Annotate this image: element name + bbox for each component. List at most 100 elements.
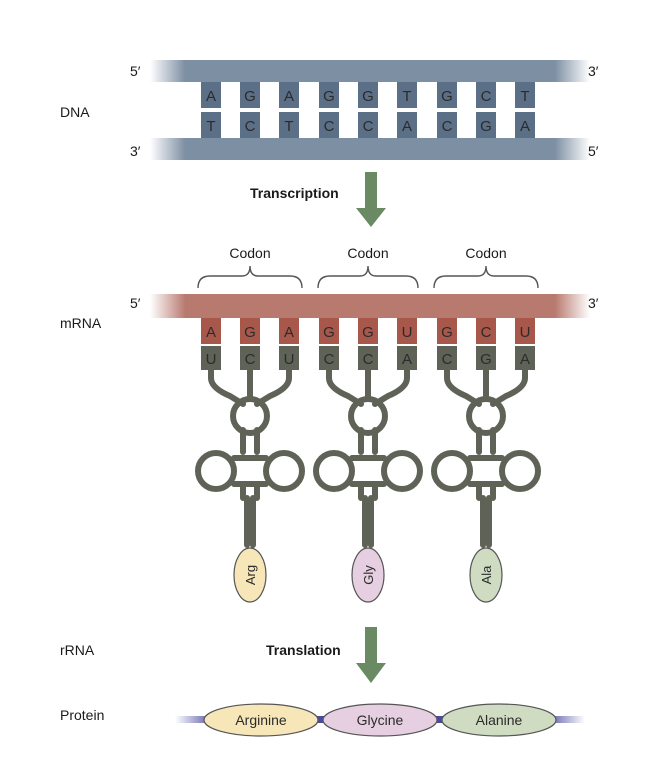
trna-stem bbox=[244, 495, 256, 548]
dna-top-base: G bbox=[323, 88, 335, 105]
dna-top-base: T bbox=[520, 88, 529, 105]
amino-acid-label: Arg bbox=[243, 565, 258, 585]
trna-stem bbox=[444, 367, 482, 407]
anticodon-base-bg bbox=[358, 346, 378, 370]
dna-bottom-backbone bbox=[150, 138, 590, 160]
mrna-base: G bbox=[323, 324, 335, 341]
anticodon-base: A bbox=[402, 351, 412, 368]
dna-bottom-base-bg bbox=[319, 112, 339, 138]
codon-brace bbox=[317, 265, 419, 289]
protein-residue-oval bbox=[322, 703, 438, 737]
mrna-base-bg bbox=[515, 318, 535, 344]
label-dna: DNA bbox=[60, 104, 90, 120]
amino-acid-label: Ala bbox=[479, 565, 494, 585]
dna-bottom-base: T bbox=[206, 118, 215, 135]
protein-residue-label: Alanine bbox=[476, 712, 523, 728]
trna-anticodon-loop bbox=[230, 396, 270, 436]
mrna-base: G bbox=[441, 324, 453, 341]
codon-brace bbox=[433, 265, 539, 289]
dna-bottom-base-bg bbox=[279, 112, 299, 138]
dna-top-three-prime: 3′ bbox=[588, 63, 599, 79]
trna-right-loop bbox=[263, 450, 305, 492]
trna-stem bbox=[254, 367, 292, 407]
trna-anticodon-loop bbox=[466, 396, 506, 436]
amino-acid-label: Gly bbox=[361, 565, 376, 585]
trna-stem bbox=[372, 367, 410, 407]
label-mrna: mRNA bbox=[60, 315, 102, 331]
transcription-label: Transcription bbox=[250, 185, 339, 201]
dna-top-backbone bbox=[150, 60, 590, 82]
anticodon-base-bg bbox=[397, 346, 417, 370]
dna-top-base: G bbox=[362, 88, 374, 105]
trna-right-loop bbox=[381, 450, 423, 492]
dna-bottom-base: C bbox=[245, 118, 256, 135]
mrna-five-prime: 5′ bbox=[130, 295, 141, 311]
label-protein: Protein bbox=[60, 707, 104, 723]
anticodon-base-bg bbox=[476, 346, 496, 370]
dna-top-base-bg bbox=[319, 82, 339, 108]
trna-right-loop bbox=[499, 450, 541, 492]
dna-top-base-bg bbox=[437, 82, 457, 108]
anticodon-base-bg bbox=[240, 346, 260, 370]
translation-arrow bbox=[356, 627, 386, 683]
trna-arm bbox=[231, 455, 269, 487]
protein-residue-label: Arginine bbox=[235, 712, 287, 728]
anticodon-base: C bbox=[324, 351, 335, 368]
mrna-backbone bbox=[150, 294, 590, 318]
mrna-base-bg bbox=[397, 318, 417, 344]
amino-acid-oval bbox=[469, 547, 503, 603]
mrna-three-prime: 3′ bbox=[588, 295, 599, 311]
mrna-base-bg bbox=[201, 318, 221, 344]
dna-top-base: G bbox=[244, 88, 256, 105]
protein-chain: Arginine Glycine Alanine bbox=[175, 703, 585, 737]
anticodon-base: U bbox=[284, 351, 295, 368]
mrna-base-bg bbox=[437, 318, 457, 344]
mrna-base-bg bbox=[240, 318, 260, 344]
dna-bottom-base-bg bbox=[437, 112, 457, 138]
anticodon-base-bg bbox=[515, 346, 535, 370]
dna-bottom-base-bg bbox=[397, 112, 417, 138]
dna-bottom-base: G bbox=[480, 118, 492, 135]
trna-stem bbox=[326, 367, 364, 407]
dna-top-base-bg bbox=[515, 82, 535, 108]
trna-stem bbox=[208, 367, 246, 407]
protein-residue-oval bbox=[203, 703, 319, 737]
anticodon-base-bg bbox=[437, 346, 457, 370]
trna-arm bbox=[349, 455, 387, 487]
anticodon-base: A bbox=[520, 351, 530, 368]
protein-residue-oval bbox=[441, 703, 557, 737]
dna-bottom-base-bg bbox=[476, 112, 496, 138]
trna-stem bbox=[358, 483, 378, 501]
mrna-base: G bbox=[244, 324, 256, 341]
dna-bottom-base-bg bbox=[358, 112, 378, 138]
dna-bottom-base: A bbox=[402, 118, 412, 135]
dna-top-base-bg bbox=[279, 82, 299, 108]
mrna-base: G bbox=[362, 324, 374, 341]
trna-arm bbox=[467, 455, 505, 487]
dna-top-base: A bbox=[206, 88, 216, 105]
codon-label: Codon bbox=[347, 245, 388, 261]
codon-brace bbox=[197, 265, 303, 289]
anticodon-base: C bbox=[363, 351, 374, 368]
trna-left-loop bbox=[195, 450, 237, 492]
dna-bottom-base: C bbox=[363, 118, 374, 135]
label-rrna: rRNA bbox=[60, 642, 95, 658]
trna-stem bbox=[476, 483, 496, 501]
dna-top-base-bg bbox=[476, 82, 496, 108]
trna-molecule: C C A Gly bbox=[313, 346, 423, 603]
dna-top-base: T bbox=[402, 88, 411, 105]
protein-residue-label: Glycine bbox=[357, 712, 404, 728]
codon-label: Codon bbox=[465, 245, 506, 261]
dna-bottom-base-bg bbox=[515, 112, 535, 138]
transcription-arrow bbox=[356, 172, 386, 227]
